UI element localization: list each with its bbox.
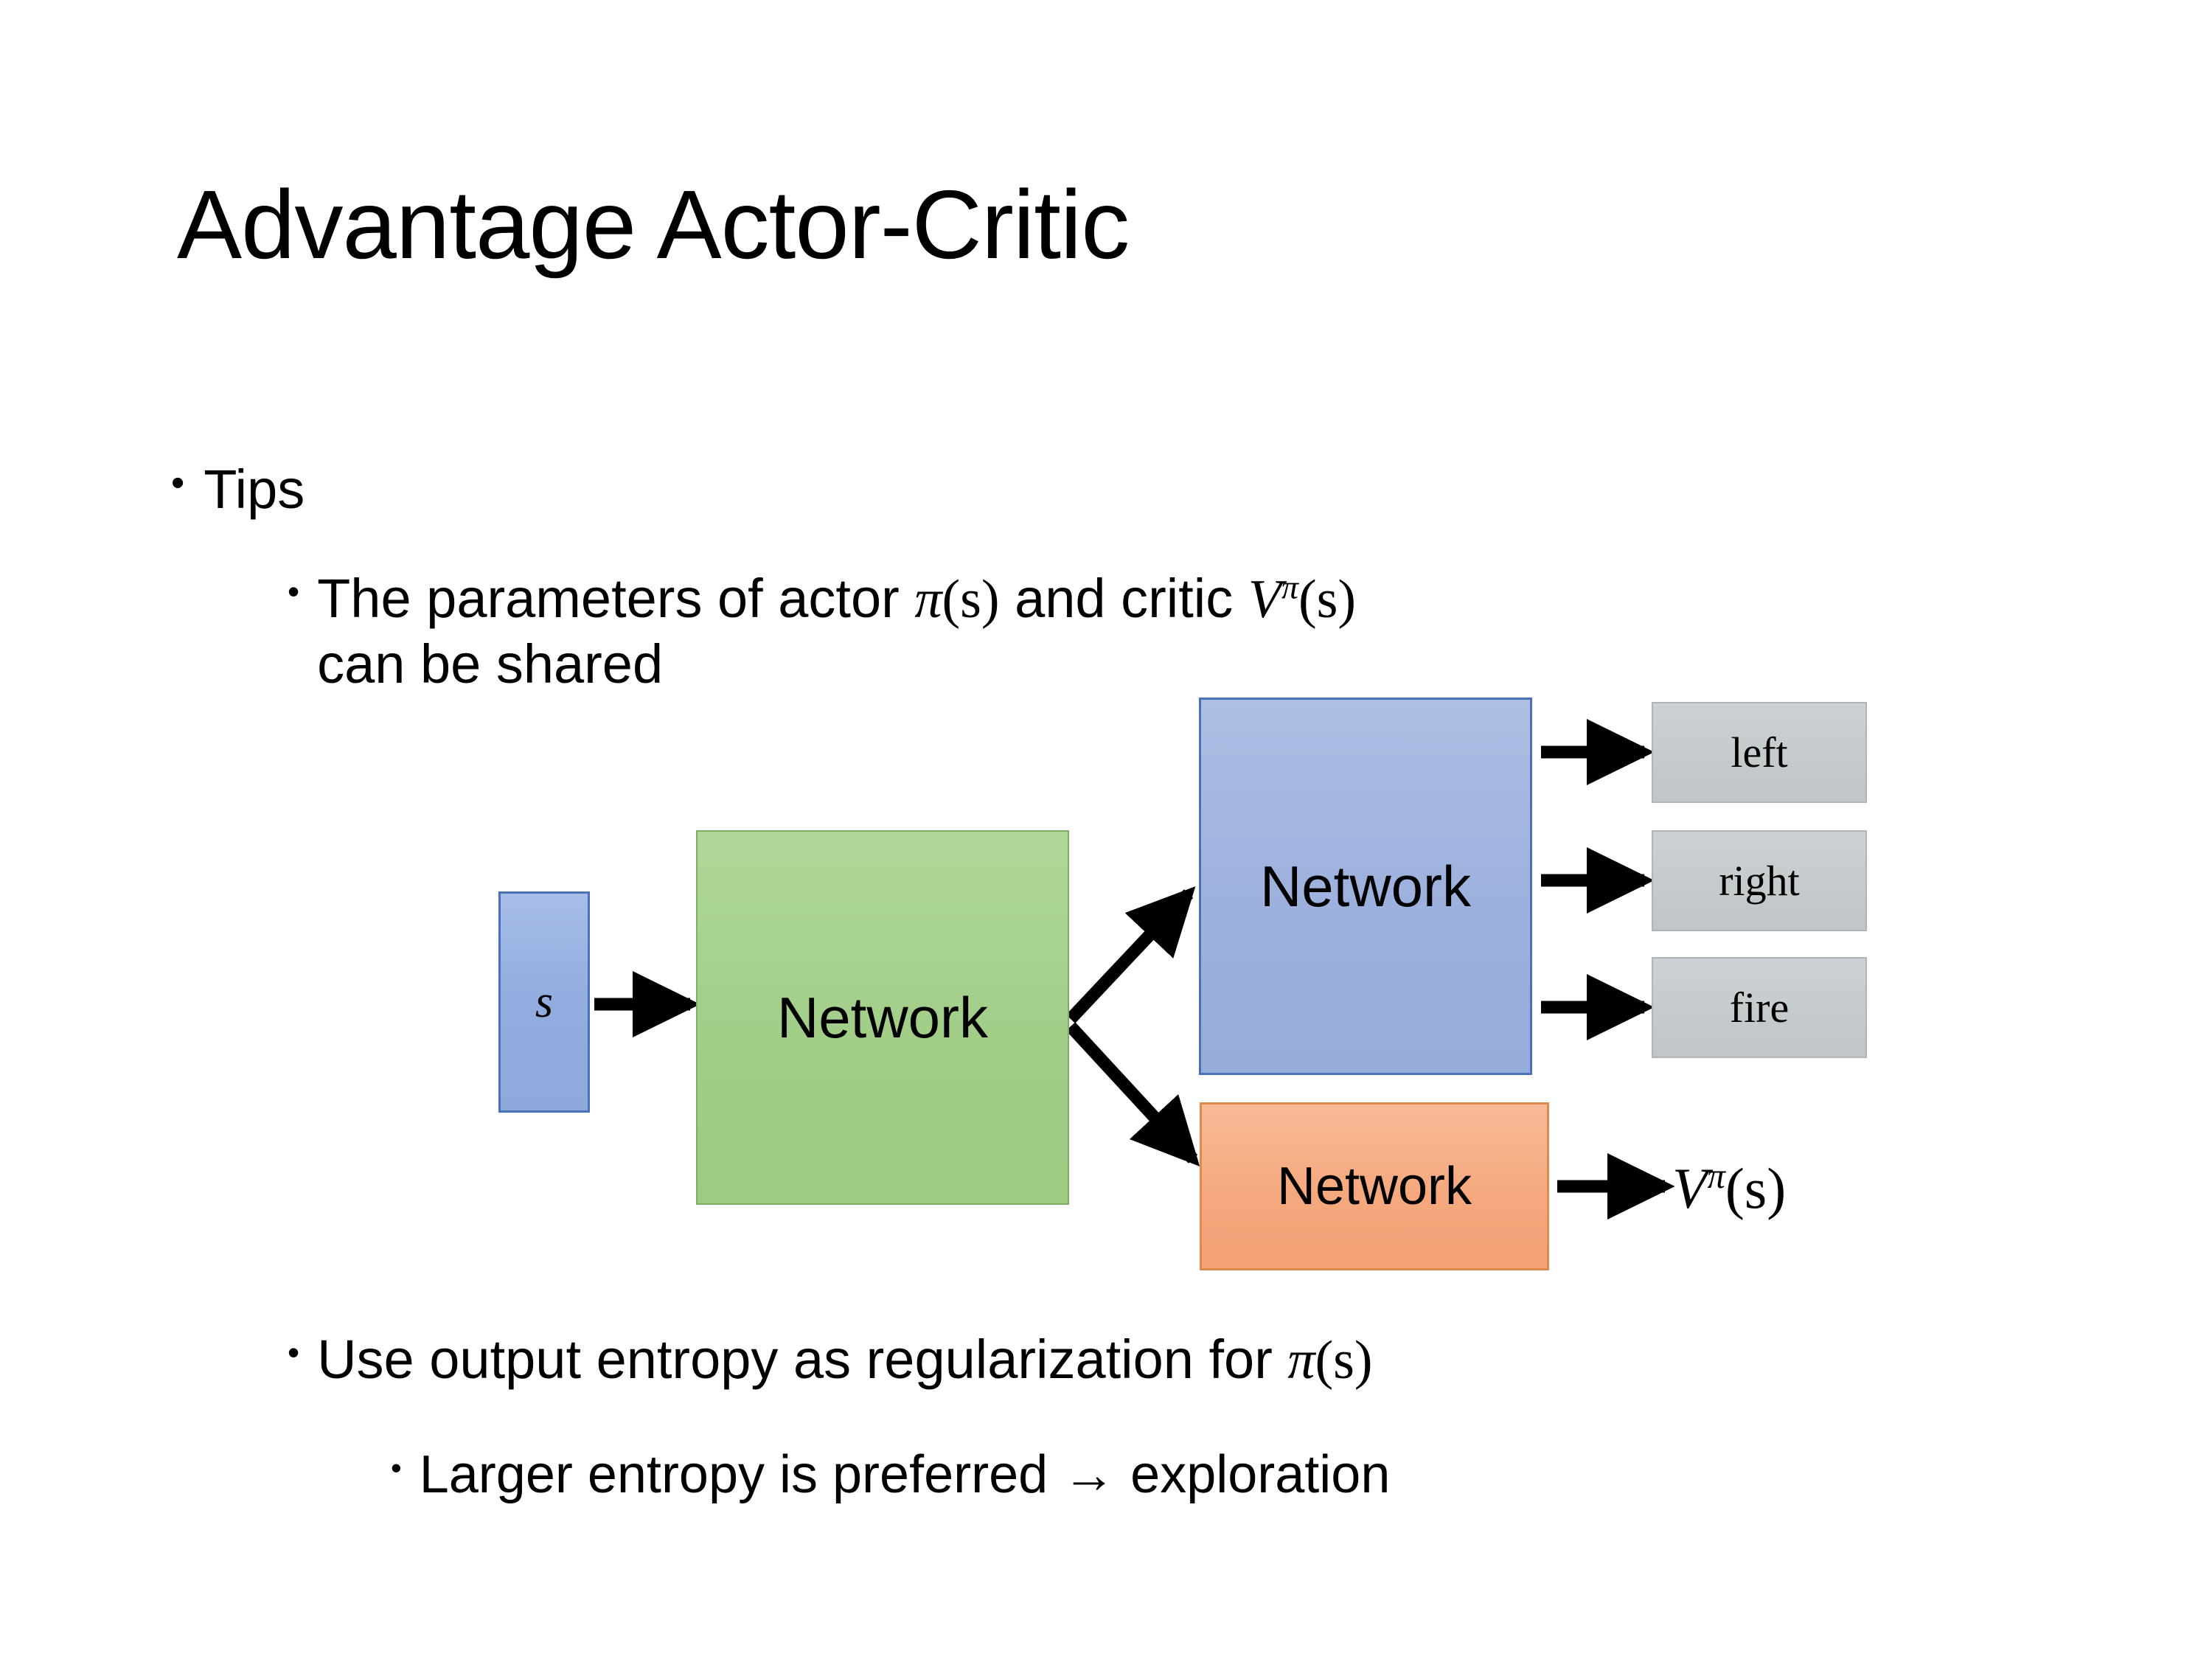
math-pi-symbol: π xyxy=(1287,1330,1315,1391)
state-symbol: s xyxy=(535,976,554,1027)
action-label-right: right xyxy=(1719,857,1800,905)
math-critic-v-pi: Vπ(s) xyxy=(1248,569,1356,630)
critic-network-label: Network xyxy=(1276,1157,1472,1216)
bullet-marker-icon: • xyxy=(171,462,185,504)
arrow-shared-to-actor-network xyxy=(1065,886,1196,1023)
math-pi-symbol: π xyxy=(914,569,942,630)
actor-network-label: Network xyxy=(1259,853,1472,919)
text-fragment-after: can be shared xyxy=(317,633,664,695)
text-fragment-middle: and critic xyxy=(999,568,1248,629)
value-function-math: Vπ(s) xyxy=(1672,1156,1786,1220)
action-box-fire[interactable]: fire xyxy=(1652,957,1867,1058)
value-argument: (s) xyxy=(1725,1156,1787,1220)
bullet-entropy-label: Use output entropy as regularization for… xyxy=(317,1327,1372,1393)
text-fragment-entropy: Use output entropy as regularization for xyxy=(317,1329,1288,1390)
action-box-left[interactable]: left xyxy=(1652,702,1867,803)
math-policy-pi: π(s) xyxy=(1287,1330,1372,1391)
bullet-larger-entropy: • Larger entropy is preferred → explorat… xyxy=(391,1444,1390,1506)
bullet-marker-icon: • xyxy=(288,572,300,611)
shared-network-box[interactable]: Network xyxy=(696,830,1069,1205)
value-v-symbol: V xyxy=(1672,1156,1708,1220)
text-fragment-before: The parameters of actor xyxy=(317,568,915,629)
state-input-box[interactable]: s xyxy=(498,891,590,1113)
bullet-tips: • Tips xyxy=(171,457,305,521)
action-box-right[interactable]: right xyxy=(1652,830,1867,931)
math-policy-argument: (s) xyxy=(1315,1330,1373,1391)
bullet-tips-label: Tips xyxy=(204,459,305,520)
bullet-larger-entropy-label: Larger entropy is preferred → exploratio… xyxy=(419,1445,1391,1504)
action-label-left: left xyxy=(1731,728,1788,776)
actor-network-box[interactable]: Network xyxy=(1199,698,1532,1075)
value-function-output-label: Vπ(s) xyxy=(1672,1155,1786,1222)
critic-network-box[interactable]: Network xyxy=(1200,1102,1549,1270)
bullet-marker-icon: • xyxy=(288,1333,300,1371)
page-title: Advantage Actor-Critic xyxy=(177,170,1130,279)
value-pi-superscript: π xyxy=(1707,1157,1725,1196)
math-actor-argument: (s) xyxy=(942,569,1000,630)
math-v-symbol: V xyxy=(1248,569,1281,630)
shared-network-label: Network xyxy=(776,984,989,1050)
math-critic-argument: (s) xyxy=(1298,569,1357,630)
arrow-shared-to-critic-network xyxy=(1065,1022,1200,1166)
bullet-marker-icon: • xyxy=(391,1450,402,1485)
bullet-shared-parameters: • The parameters of actor π(s) and criti… xyxy=(288,566,2042,697)
action-label-fire: fire xyxy=(1729,984,1790,1032)
bullet-entropy-regularization: • Use output entropy as regularization f… xyxy=(288,1327,1373,1393)
bullet-shared-parameters-label: The parameters of actor π(s) and critic … xyxy=(317,566,2042,697)
math-pi-superscript: π xyxy=(1281,568,1298,606)
math-actor-pi: π(s) xyxy=(914,569,999,630)
